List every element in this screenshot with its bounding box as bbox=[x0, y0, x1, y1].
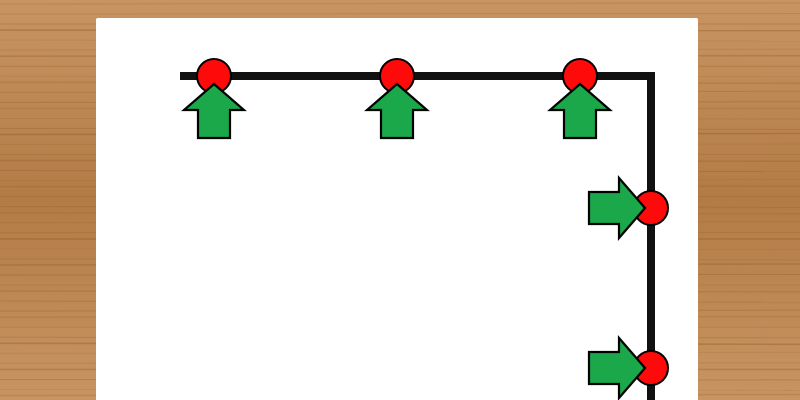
marker-group bbox=[547, 58, 613, 140]
paper-sheet bbox=[96, 18, 698, 400]
green-block-arrow-icon bbox=[364, 82, 430, 140]
marker-group bbox=[181, 58, 247, 140]
marker-group bbox=[587, 335, 669, 400]
marker-group bbox=[587, 175, 669, 241]
green-block-arrow-icon bbox=[587, 175, 647, 241]
marker-group bbox=[364, 58, 430, 140]
marker-layer bbox=[181, 58, 669, 400]
wood-grain-line bbox=[0, 13, 800, 15]
track-line bbox=[180, 72, 655, 400]
green-block-arrow-icon bbox=[547, 82, 613, 140]
green-block-arrow-icon bbox=[587, 335, 647, 400]
green-block-arrow-icon bbox=[181, 82, 247, 140]
